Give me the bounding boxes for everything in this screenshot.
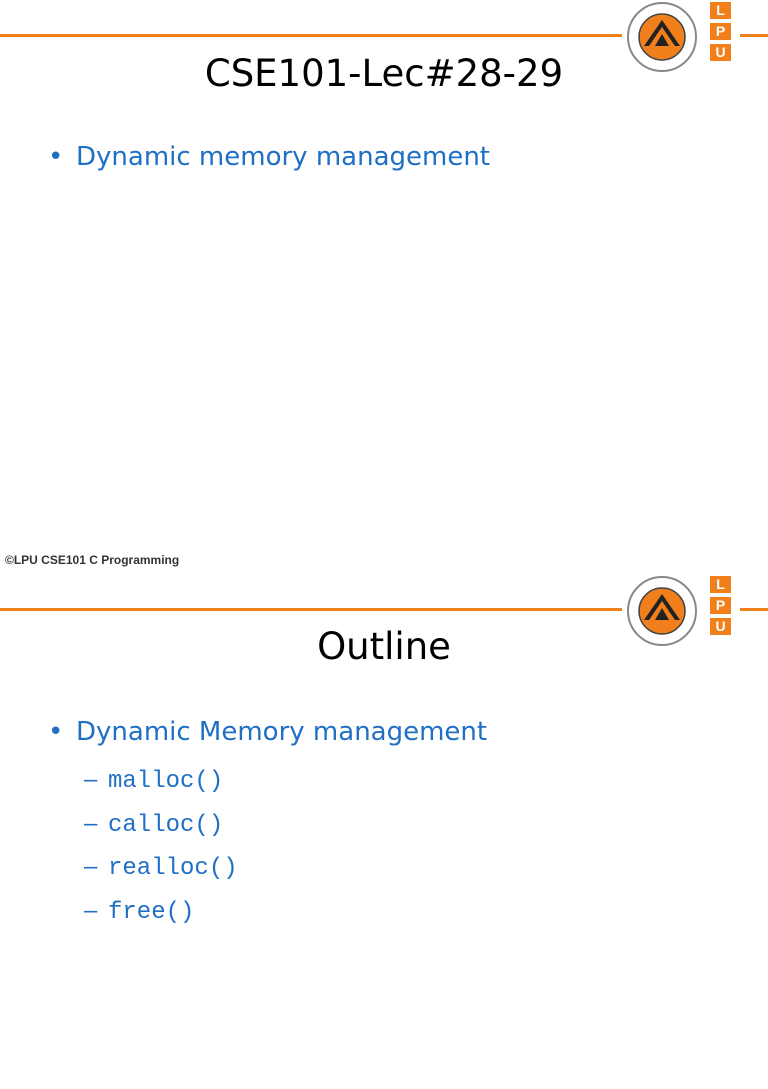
sub-item-free: –free() xyxy=(84,897,194,926)
sub-item-text: calloc() xyxy=(108,812,224,839)
lpu-logo: L P U xyxy=(622,0,740,74)
lpu-seal-icon xyxy=(627,576,697,646)
header-rule-left xyxy=(0,34,622,37)
sub-item-text: malloc() xyxy=(108,768,224,795)
slide-2: L P U Outline • Dynamic Memory management… xyxy=(0,574,768,1089)
bullet-item: • Dynamic Memory management xyxy=(48,717,487,747)
footer-copyright: ©LPU CSE101 C Programming xyxy=(5,553,180,567)
logo-letter-p: P xyxy=(710,597,731,614)
sub-item-calloc: –calloc() xyxy=(84,810,223,839)
bullet-dot: • xyxy=(48,717,64,747)
lpu-logo: L P U xyxy=(622,574,740,648)
bullet-dot: • xyxy=(48,142,64,172)
slide-1: L P U CSE101-Lec#28-29 • Dynamic memory m… xyxy=(0,0,768,512)
sub-item-text: free() xyxy=(108,899,195,926)
header-rule-right xyxy=(740,608,768,611)
sub-item-text: realloc() xyxy=(108,855,238,882)
bullet-text: Dynamic memory management xyxy=(76,142,490,172)
sub-item-malloc: –malloc() xyxy=(84,766,223,795)
dash-marker: – xyxy=(84,766,98,793)
header-rule-right xyxy=(740,34,768,37)
slide-title: CSE101-Lec#28-29 xyxy=(204,52,564,95)
sub-item-realloc: –realloc() xyxy=(84,853,238,882)
dash-marker: – xyxy=(84,810,98,837)
dash-marker: – xyxy=(84,897,98,924)
logo-letter-u: U xyxy=(710,618,731,635)
dash-marker: – xyxy=(84,853,98,880)
logo-letter-l: L xyxy=(710,2,731,19)
slide-title: Outline xyxy=(317,625,451,668)
bullet-text: Dynamic Memory management xyxy=(76,717,488,747)
bullet-item: • Dynamic memory management xyxy=(48,142,490,172)
header-rule-left xyxy=(0,608,622,611)
logo-letter-p: P xyxy=(710,23,731,40)
logo-letter-u: U xyxy=(710,44,731,61)
logo-letter-l: L xyxy=(710,576,731,593)
lpu-seal-icon xyxy=(627,2,697,72)
